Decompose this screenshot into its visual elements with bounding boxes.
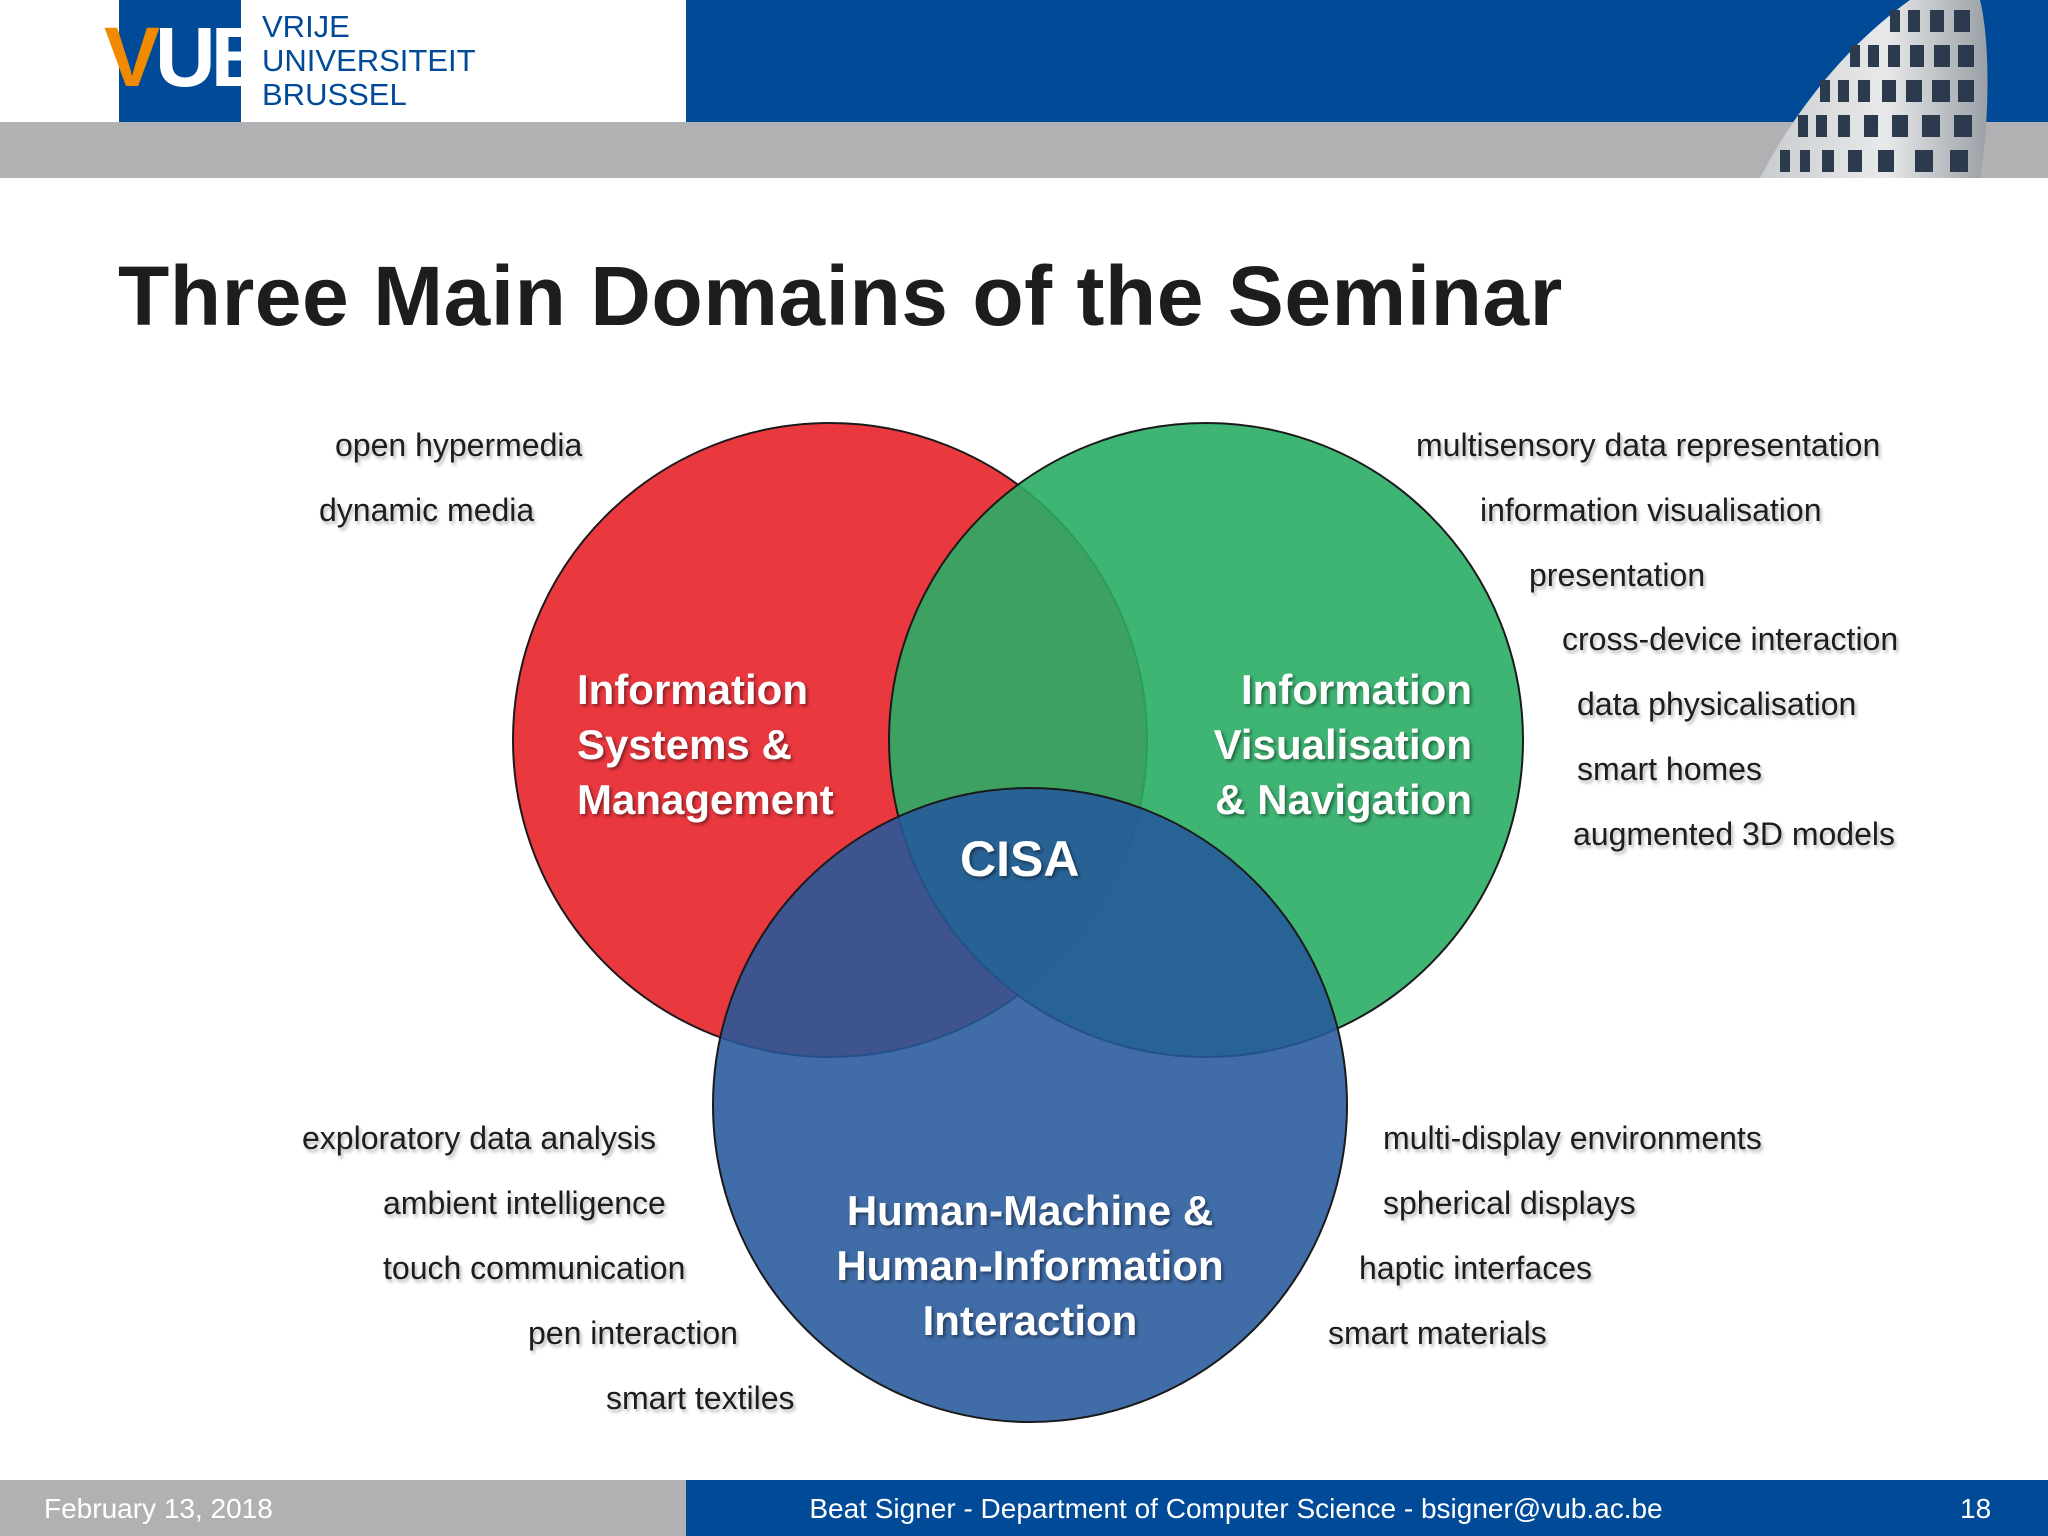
label-human-interaction: Human-Machine & Human-Information Intera…	[836, 1187, 1224, 1344]
university-name-line: UNIVERSITEIT	[262, 43, 476, 78]
page-number: 18	[1960, 1493, 1992, 1524]
logo-v-mark: V	[104, 10, 160, 104]
topic-item: augmented 3D models	[1573, 816, 1895, 852]
university-name: VRIJE UNIVERSITEIT BRUSSEL	[262, 10, 476, 112]
topic-item: information visualisation	[1480, 492, 1822, 528]
topic-item: smart homes	[1577, 751, 1762, 787]
topic-item: data physicalisation	[1577, 686, 1857, 722]
topic-item: pen interaction	[528, 1315, 738, 1351]
topic-item: presentation	[1529, 557, 1706, 593]
topic-item: smart textiles	[606, 1380, 795, 1416]
topic-item: multi-display environments	[1383, 1120, 1762, 1156]
label-information-systems: Information Systems & Management	[577, 666, 834, 823]
footer-date: February 13, 2018	[44, 1493, 273, 1524]
header-stripe	[0, 122, 2048, 178]
logo-background	[119, 0, 241, 122]
circle-human-interaction	[712, 787, 1348, 1423]
topic-item: cross-device interaction	[1562, 621, 1899, 657]
university-name-line: VRIJE	[262, 9, 350, 44]
topic-item: multisensory data representation	[1416, 427, 1881, 463]
building-photo	[1760, 0, 1988, 178]
topic-item: touch communication	[383, 1250, 686, 1286]
footer-author: Beat Signer - Department of Computer Sci…	[809, 1493, 1663, 1524]
footer-left-bar	[0, 1480, 686, 1536]
logo-ub-mark: UB	[155, 10, 271, 104]
label-information-visualisation: Information Visualisation & Navigation	[1213, 666, 1472, 823]
topic-item: exploratory data analysis	[302, 1120, 656, 1156]
center-label-cisa: CISA	[960, 831, 1080, 887]
footer-right-bar	[686, 1480, 2048, 1536]
topic-item: smart materials	[1328, 1315, 1547, 1351]
page-title: Three Main Domains of the Seminar	[118, 249, 1563, 343]
topic-item: open hypermedia	[335, 427, 583, 463]
university-name-line: BRUSSEL	[262, 77, 407, 112]
topic-item: ambient intelligence	[383, 1185, 666, 1221]
topic-item: dynamic media	[319, 492, 535, 528]
vub-logo: VUB	[104, 10, 271, 104]
topic-item: spherical displays	[1383, 1185, 1636, 1221]
topic-item: haptic interfaces	[1359, 1250, 1593, 1286]
